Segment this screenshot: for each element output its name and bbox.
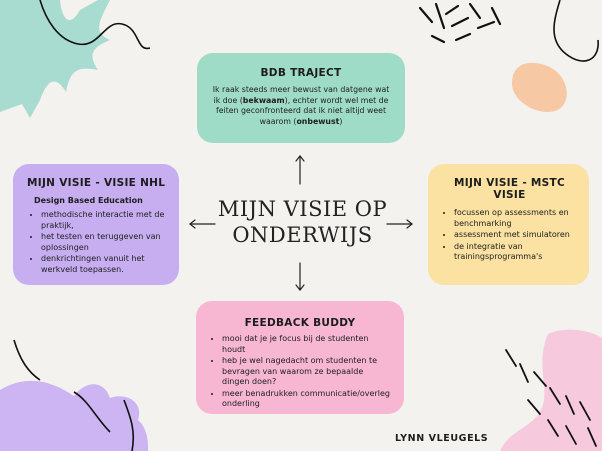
arrow-left — [189, 219, 216, 229]
card-mstc-item: focussen op assessments en benchmarking — [454, 208, 579, 229]
card-mstc-title: MIJN VISIE - MSTC VISIE — [453, 177, 566, 201]
card-mstc-item: assessment met simulatoren — [454, 230, 579, 241]
arrow-up — [295, 155, 305, 185]
card-visie-mstc: MIJN VISIE - MSTC VISIE focussen op asse… — [428, 164, 589, 285]
card-nhl-title: MIJN VISIE - VISIE NHL — [27, 177, 166, 189]
card-feedback-item: meer benadrukken communicatie/overleg on… — [222, 389, 392, 410]
card-bdb-title: BDB TRAJECT — [260, 67, 342, 79]
center-title-line-2: ONDERWIJS — [232, 223, 373, 247]
arrow-right — [386, 219, 413, 229]
card-feedback-buddy: FEEDBACK BUDDY mooi dat je je focus bij … — [196, 301, 404, 414]
card-nhl-item: denkrichtingen vanuit het werkveld toepa… — [41, 254, 169, 275]
center-title-line-1: MIJN VISIE OP — [217, 197, 388, 221]
black-dash-strokes — [505, 349, 597, 447]
black-dash-scribbles — [418, 2, 502, 44]
card-mstc-item: de integratie van trainingsprogramma's — [454, 242, 579, 263]
card-bdb-traject: BDB TRAJECT Ik raak steeds meer bewust v… — [197, 53, 405, 143]
card-bdb-text-part: Ik raak steeds meer bewust van datgene w… — [212, 85, 390, 105]
card-bdb-text: Ik raak steeds meer bewust van datgene w… — [209, 85, 393, 127]
teal-leaf-shape — [0, 0, 110, 118]
peach-blob-shape — [512, 62, 567, 112]
card-feedback-list: mooi dat je je focus bij de studenten ho… — [208, 334, 392, 410]
card-bdb-bold-bekwaam: bekwaam — [242, 95, 285, 105]
black-squiggle-line — [39, 0, 151, 50]
card-nhl-subtitle: Design Based Education — [34, 196, 143, 205]
lavender-blob-shape — [0, 380, 149, 451]
black-loop-line — [553, 0, 599, 62]
arrow-down — [295, 262, 305, 291]
card-nhl-item: methodische interactie met de praktijk, — [41, 210, 169, 231]
black-curl-lines — [13, 339, 135, 451]
card-nhl-list: methodische interactie met de praktijk, … — [27, 210, 169, 275]
card-visie-nhl: MIJN VISIE - VISIE NHL Design Based Educ… — [13, 164, 179, 285]
card-nhl-item: het testen en teruggeven van oplossingen — [41, 232, 169, 253]
card-bdb-bold-onbewust: onbewust — [296, 116, 340, 126]
card-bdb-text-part: ), echter wordt wel met de feiten geconf… — [215, 95, 389, 126]
card-mstc-list: focussen op assessments en benchmarking … — [440, 208, 579, 263]
card-feedback-item: heb je wel nagedacht om studenten te bev… — [222, 356, 392, 388]
card-bdb-text-part: ) — [339, 116, 343, 126]
card-feedback-item: mooi dat je je focus bij de studenten ho… — [222, 334, 392, 355]
center-title: MIJN VISIE OP ONDERWIJS — [215, 196, 390, 248]
author-name: LYNN VLEUGELS — [395, 433, 489, 444]
card-feedback-title: FEEDBACK BUDDY — [244, 317, 356, 329]
